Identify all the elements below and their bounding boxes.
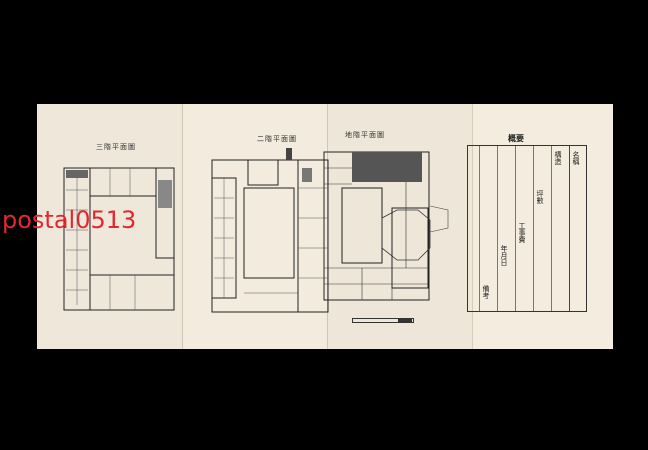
watermark: postal0513 <box>2 206 137 234</box>
floor3-plan <box>63 167 175 311</box>
scale-bar <box>352 318 414 323</box>
summary-caption: 概要 <box>508 133 524 143</box>
summary-label-date: 年月日 <box>500 245 508 266</box>
summary-label-notes: 備考 <box>482 285 490 299</box>
summary-label-cost: 工事費 <box>518 222 526 243</box>
panel-floor3 <box>37 104 182 349</box>
summary-label-name: 名稱 <box>572 151 580 165</box>
summary-label-area: 坪數 <box>536 190 544 204</box>
summary-table <box>467 145 587 312</box>
floor1-plan <box>323 151 449 301</box>
floor2-title: 二階平面圖 <box>257 135 297 143</box>
summary-label-structure: 構造 <box>554 151 562 165</box>
floor3-title: 三階平面圖 <box>96 143 136 151</box>
panel-floor2 <box>182 104 328 349</box>
scale-bar-fill <box>398 318 412 323</box>
panel-summary <box>472 104 613 349</box>
floor2-plan <box>211 148 329 313</box>
floor1-title: 地階平面圖 <box>345 131 385 139</box>
